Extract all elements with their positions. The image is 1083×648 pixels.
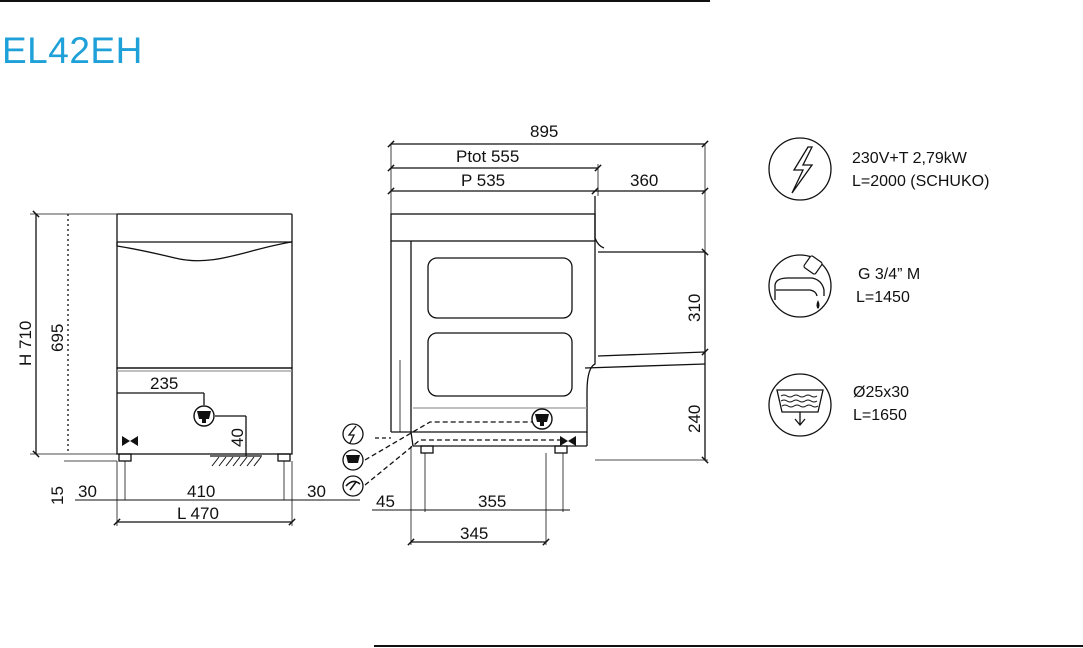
dim-height-total: H 710	[16, 321, 35, 366]
side-window-lower	[427, 332, 573, 397]
side-valve-icon	[560, 436, 576, 446]
side-drain-icon	[531, 408, 553, 430]
front-drain-icon	[193, 405, 215, 427]
drain-hose-icon	[342, 449, 364, 471]
dim-rear-offset: 45	[376, 492, 395, 511]
side-window-upper	[427, 257, 573, 319]
side-foot-left	[420, 445, 434, 454]
dim-depth-p: P 535	[461, 171, 505, 190]
dim-inner-width: 410	[187, 482, 215, 501]
spec-power: 230V+T 2,79kW L=2000 (SCHUKO)	[768, 137, 989, 201]
dim-base-depth: 345	[460, 524, 488, 543]
front-door	[116, 241, 293, 369]
top-rule	[0, 0, 710, 2]
power-icon	[768, 137, 832, 201]
spec-water: G 3/4” M L=1450	[768, 254, 920, 318]
front-view	[30, 210, 360, 526]
dim-depth-ptot: Ptot 555	[456, 147, 519, 166]
dim-feet: 15	[48, 486, 67, 505]
dim-width-total: L 470	[177, 504, 219, 523]
bottom-rule	[374, 645, 1083, 647]
front-valve-icon	[122, 436, 138, 446]
spec-drain-line1: Ø25x30	[853, 384, 909, 401]
dim-margin-left: 30	[78, 482, 97, 501]
side-view	[364, 140, 709, 546]
dim-margin-right: 30	[307, 482, 326, 501]
spec-power-line2: L=2000 (SCHUKO)	[852, 173, 989, 190]
dim-height-body: 695	[48, 324, 67, 352]
dim-feet-span: 355	[478, 492, 506, 511]
dim-door-open: 360	[630, 171, 658, 190]
front-lower-body	[116, 367, 293, 455]
side-body	[410, 241, 596, 433]
dim-depth-overall: 895	[530, 122, 558, 141]
dim-drain-height: 40	[228, 428, 247, 447]
spec-water-line1: G 3/4” M	[858, 266, 920, 283]
spec-drain-line2: L=1650	[853, 407, 907, 424]
spec-water-line2: L=1450	[856, 289, 910, 306]
front-foot-left	[118, 453, 132, 462]
front-top-panel	[116, 213, 293, 243]
spec-drain: Ø25x30 L=1650	[768, 373, 909, 437]
dim-upper-height: 310	[685, 294, 704, 322]
spec-power-line1: 230V+T 2,79kW	[852, 150, 968, 167]
side-door-hinge	[594, 196, 605, 249]
power-hose-icon	[342, 423, 364, 445]
front-foot-right	[277, 453, 291, 462]
model-title: EL42EH	[2, 30, 143, 71]
side-foot-right	[554, 445, 568, 454]
drain-icon	[768, 373, 832, 437]
dim-lower-height: 240	[685, 405, 704, 433]
side-top-panel	[390, 213, 596, 242]
dim-drain-offset: 235	[150, 374, 178, 393]
water-hose-icon	[342, 475, 364, 497]
